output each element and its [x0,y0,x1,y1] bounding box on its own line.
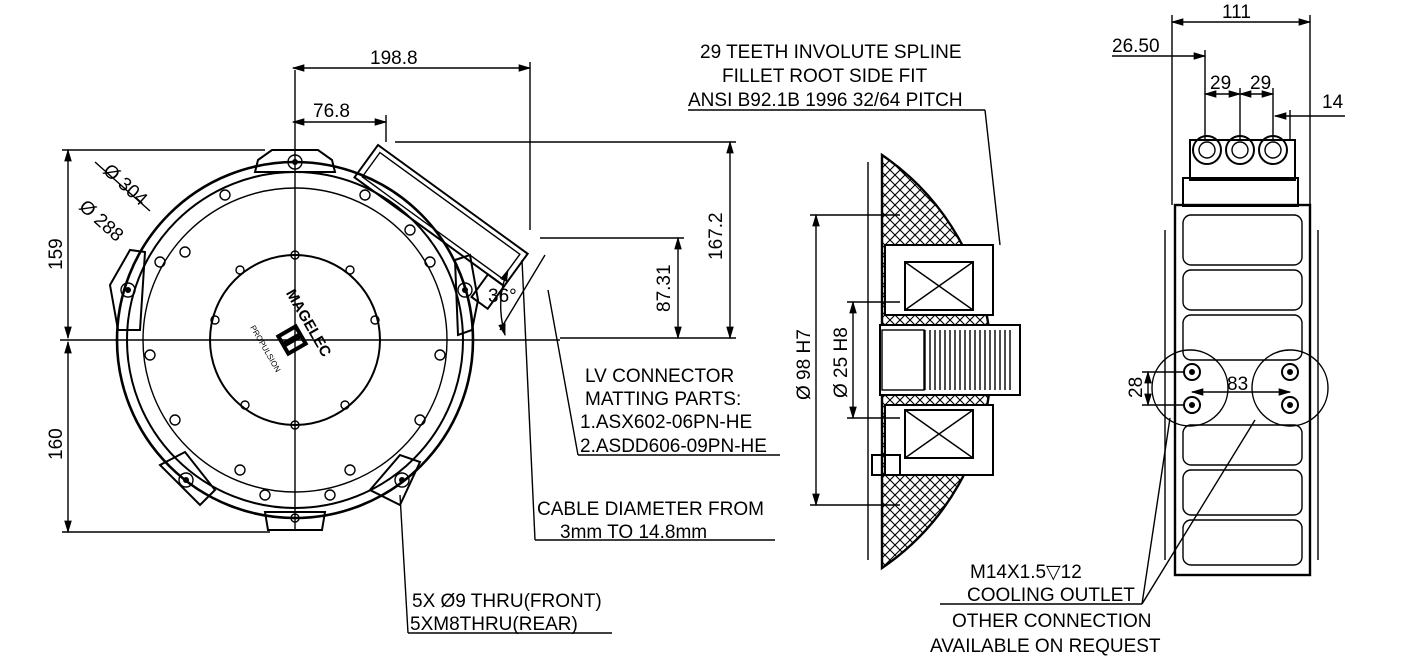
dim-pitch-b: 29 [1250,73,1271,94]
holes-note: 5X Ø9 THRU(FRONT) 5XM8THRU(REAR) [399,494,612,635]
bearing-upper-slot [884,244,994,316]
dim-hole-span: 83 [1227,374,1248,395]
cable-note: CABLE DIAMETER FROM 3mm TO 14.8mm [521,259,775,543]
spline-note: 29 TEETH INVOLUTE SPLINE FILLET ROOT SID… [688,42,1001,246]
mount-lug-bottom-right [368,453,422,507]
bearing-upper [904,261,974,311]
side-body-segments [1164,214,1319,566]
bearing-lower-slot [884,404,994,476]
dim-connector-offset: 87.31 [654,264,675,312]
lv-connector-line2: MATTING PARTS: [585,389,741,410]
cable-note-line2: 3mm TO 14.8mm [560,522,707,543]
lv-connector-line1: LV CONNECTOR [585,366,734,387]
section-dimensions: Ø 98 H7 Ø 25 H8 [794,213,900,507]
dim-hole-pitch: 28 [1126,377,1147,398]
cooling-note: M14X1.5▽12 COOLING OUTLET OTHER CONNECTI… [930,417,1256,657]
dim-connector-height: 167.2 [706,212,727,260]
retaining-bolt [871,454,901,476]
bearing-lower [904,409,974,459]
cooling-note-line2: COOLING OUTLET [967,585,1135,606]
spline-note-line3: ANSI B92.1B 1996 32/64 PITCH [688,90,963,111]
holes-note-line1: 5X Ø9 THRU(FRONT) [412,591,602,612]
front-view: MAGELEC PROPULSION [60,70,560,531]
dim-overall-width: 198.8 [370,48,418,69]
cooling-note-line1: M14X1.5▽12 [970,562,1082,583]
mount-boss-right [1251,349,1329,427]
logo-subtext: PROPULSION [248,324,282,374]
lv-connector-line4: 2.ASDD606-09PN-HE [580,436,767,457]
side-dimensions: 111 26.50 29 29 14 28 83 [1112,2,1345,407]
lv-connector-note: LV CONNECTOR MATTING PARTS: 1.ASX602-06P… [547,289,780,457]
dim-total: 111 [1222,2,1251,23]
dim-shaft: Ø 25 H8 [831,327,852,398]
spline-note-line1: 29 TEETH INVOLUTE SPLINE [700,42,962,63]
cooling-note-line3: OTHER CONNECTION [952,611,1152,632]
mount-lug-top [253,149,337,173]
cooling-note-line4: AVAILABLE ON REQUEST [930,636,1161,657]
dim-dia-inner: Ø 288 [75,196,128,246]
dim-pitch-a: 29 [1210,73,1231,94]
dim-first: 26.50 [1112,36,1160,57]
section-view [867,152,1021,571]
dim-dia-outer: Ø 304 [99,160,152,211]
side-view [1151,135,1329,577]
dim-angle: 36° [488,286,517,307]
connector-block [1182,177,1299,207]
dim-last: 14 [1322,92,1344,113]
spline-note-line2: FILLET ROOT SIDE FIT [722,66,928,87]
mount-boss-left [1151,349,1229,427]
lv-connector-line3: 1.ASX602-06PN-HE [580,412,752,433]
spline-teeth [924,330,1011,390]
dim-upper-height: 159 [46,238,67,270]
mount-lug-right [453,253,480,337]
cable-note-line1: CABLE DIAMETER FROM [537,499,764,520]
dim-offset: 76.8 [313,101,350,122]
mount-lug-bottom-left [158,450,217,507]
mount-lug-left [108,248,147,331]
magelec-logo: MAGELEC PROPULSION [248,286,334,374]
dim-lower-height: 160 [46,428,67,460]
dim-bore: Ø 98 H7 [794,329,815,400]
lv-connector-box [353,143,530,311]
holes-note-line2: 5XM8THRU(REAR) [410,614,578,635]
mount-lug-bottom [263,511,327,531]
front-view-dimensions: 198.8 76.8 159 160 Ø 304 Ø 288 167.2 87.… [46,48,736,534]
